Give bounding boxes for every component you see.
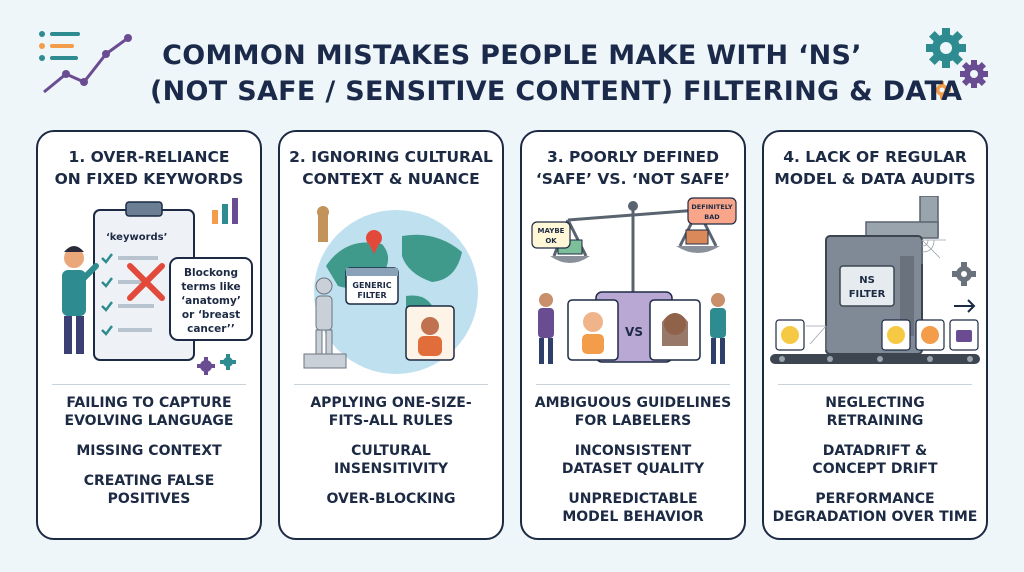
svg-text:‘anatomy’: ‘anatomy’	[181, 295, 241, 307]
pipe-icon	[865, 196, 939, 239]
points-list: APPLYING ONE-SIZE-FITS-ALL RULES CULTURA…	[288, 394, 494, 520]
svg-text:BAD: BAD	[704, 213, 720, 221]
card-heading: 4. LACK OF REGULAR MODEL & DATA AUDITS	[774, 148, 976, 188]
gear-icon	[926, 28, 988, 99]
arrow-icon	[954, 299, 976, 313]
emoji-icon	[775, 319, 979, 351]
scale-illustration: MAYBE OK DEFINITELY BAD VS	[531, 197, 737, 364]
svg-text:OK: OK	[545, 237, 557, 245]
mistake-card-definitions: 3. POORLY DEFINED ‘SAFE’ VS. ‘NOT SAFE’ …	[520, 130, 746, 540]
ns-filter-label: NS FILTER	[849, 275, 886, 300]
statue-icon	[303, 277, 347, 369]
filter-label: GENERIC FILTER	[352, 281, 391, 300]
point-item: APPLYING ONE-SIZE-FITS-ALL RULES	[310, 395, 472, 429]
divider	[536, 384, 730, 385]
speech-bubble: Blockong terms like ‘anatomy’ or ‘breast…	[181, 267, 241, 335]
location-pin-icon	[366, 230, 382, 254]
gear-icon	[197, 357, 215, 375]
keywords-label: ‘keywords’	[106, 232, 167, 243]
cross-icon	[127, 263, 165, 301]
globe-illustration: GENERIC FILTER	[303, 206, 478, 374]
svg-text:FILTER: FILTER	[849, 289, 886, 300]
svg-text:MAYBE: MAYBE	[538, 227, 565, 235]
maybe-ok-bubble: MAYBE OK	[538, 227, 565, 245]
svg-text:FILTER: FILTER	[357, 291, 386, 300]
totem-icon	[317, 206, 329, 242]
clipboard-illustration: ‘keywords’ Blockong terms like ‘anatomy’…	[62, 198, 253, 375]
svg-text:or ‘breast: or ‘breast	[182, 309, 240, 321]
svg-text:Blockong: Blockong	[184, 267, 238, 279]
vs-label: VS	[625, 325, 643, 339]
person-icon	[710, 293, 726, 364]
point-item: OVER-BLOCKING	[326, 491, 456, 507]
line-chart-icon	[39, 31, 132, 94]
divider	[52, 384, 246, 385]
svg-text:DEFINITELY: DEFINITELY	[691, 203, 733, 211]
person-icon	[538, 293, 554, 364]
divider	[294, 384, 488, 385]
bar-chart-icon	[212, 198, 238, 224]
mistake-card-keywords: 1. OVER-RELIANCE ON FIXED KEYWORDS ‘keyw…	[36, 130, 262, 540]
mistake-card-cultural: 2. IGNORING CULTURAL CONTEXT & NUANCE GE…	[278, 130, 504, 540]
conveyor-icon	[770, 354, 980, 364]
svg-text:terms like: terms like	[181, 281, 240, 293]
card-heading: 3. POORLY DEFINED ‘SAFE’ VS. ‘NOT SAFE’	[535, 148, 731, 188]
definitely-bad-bubble: DEFINITELY BAD	[691, 203, 733, 221]
svg-text:NS: NS	[859, 275, 875, 286]
card-heading: 2. IGNORING CULTURAL CONTEXT & NUANCE	[289, 148, 493, 188]
svg-text:GENERIC: GENERIC	[352, 281, 391, 290]
cobweb-icon	[806, 239, 946, 350]
svg-text:cancer’’: cancer’’	[187, 323, 235, 335]
point-item: DATADRIFT &CONCEPT DRIFT	[812, 443, 938, 477]
page-title: COMMON MISTAKES PEOPLE MAKE WITH ‘NS’ (N…	[150, 40, 963, 107]
person-icon	[62, 246, 99, 354]
card-heading: 1. OVER-RELIANCE ON FIXED KEYWORDS	[54, 148, 244, 188]
machine-illustration: NS FILTER	[770, 196, 980, 364]
mistake-card-audits: 4. LACK OF REGULAR MODEL & DATA AUDITS N…	[762, 130, 988, 540]
divider	[778, 384, 972, 385]
point-item: MISSING CONTEXT	[76, 443, 222, 459]
